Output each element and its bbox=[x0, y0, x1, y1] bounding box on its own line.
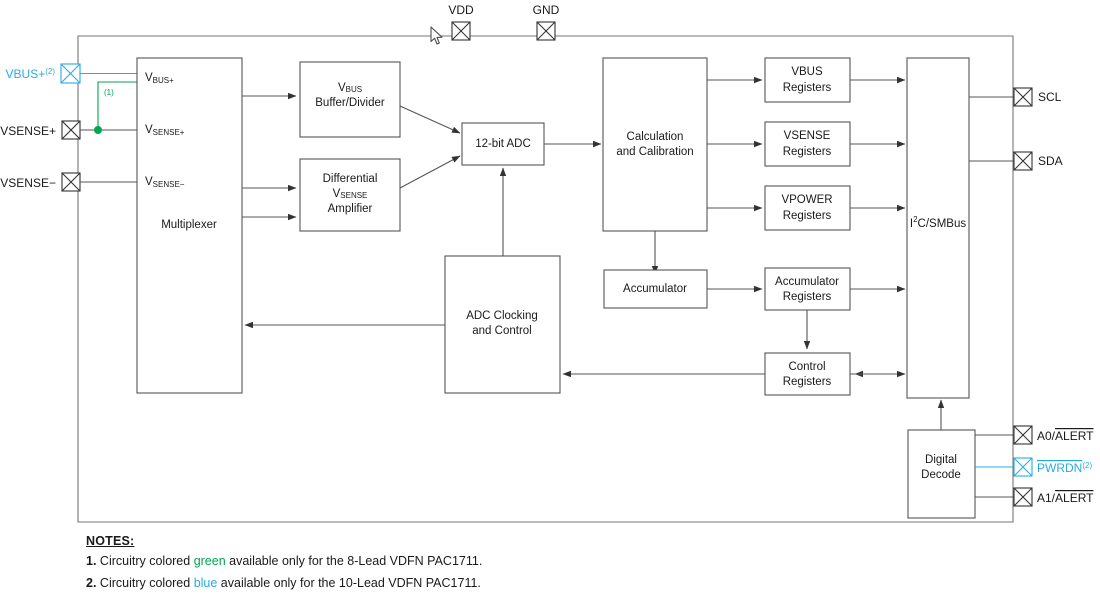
block-label-i2c-smbus: I2C/SMBus bbox=[910, 215, 966, 230]
note-2-post: available only for the 10-Lead VDFN PAC1… bbox=[217, 575, 481, 590]
block-differential-vsense-amplifier[interactable] bbox=[299, 158, 401, 232]
note-1-number: 1. bbox=[86, 554, 97, 568]
block-label-multiplexer: Multiplexer bbox=[161, 219, 217, 231]
note-2-pre: Circuitry colored bbox=[96, 575, 194, 590]
note-item-1: 1. Circuitry colored green available onl… bbox=[86, 553, 886, 570]
pin-label-a0-alert: A0/ALERT bbox=[1037, 429, 1094, 443]
pin-vsense-plus[interactable] bbox=[61, 120, 81, 140]
block-digital-decode[interactable] bbox=[907, 429, 976, 519]
block-i2c-smbus[interactable] bbox=[906, 57, 970, 399]
pin-label-gnd: GND bbox=[533, 3, 560, 17]
pin-label-vbus-plus: VBUS+(2) bbox=[6, 67, 56, 81]
block-label-vbusreg-line1: VBUS bbox=[791, 66, 823, 78]
block-label-accumreg-line1: Accumulator bbox=[775, 276, 839, 288]
block-vpower-registers[interactable] bbox=[764, 185, 851, 231]
block-label-diffamp-line3: Amplifier bbox=[328, 203, 373, 215]
note-1-color-word: green bbox=[193, 554, 226, 568]
block-label-calc-line2: and Calibration bbox=[616, 146, 693, 158]
mux-input-vbus-plus: VBUS+ bbox=[145, 72, 174, 85]
block-vbus-registers[interactable] bbox=[764, 57, 851, 103]
block-label-vbusreg-line2: Registers bbox=[783, 82, 832, 94]
block-label-vsensereg-line2: Registers bbox=[783, 146, 832, 158]
chip-boundary bbox=[77, 35, 1014, 523]
note-1-post: available only for the 8-Lead VDFN PAC17… bbox=[225, 554, 483, 568]
block-calculation-and-calibration[interactable] bbox=[602, 57, 708, 232]
annotation-note1-ref: (1) bbox=[104, 88, 114, 97]
note-item-2: 2. Circuitry colored blue available only… bbox=[86, 575, 886, 592]
block-multiplexer[interactable] bbox=[136, 57, 243, 394]
wire-diffamp-to-adc bbox=[399, 155, 461, 189]
pin-label-a1-alert: A1/ALERT bbox=[1037, 491, 1094, 505]
pin-label-pwrdn: PWRDN(2) bbox=[1037, 461, 1092, 475]
notes-section: NOTES: 1. Circuitry colored green availa… bbox=[86, 534, 886, 597]
block-label-adcclock-line1: ADC Clocking bbox=[466, 310, 538, 322]
pin-vdd[interactable] bbox=[451, 21, 471, 41]
block-label-12bit-adc: 12-bit ADC bbox=[475, 138, 531, 150]
block-control-registers[interactable] bbox=[764, 352, 851, 396]
block-label-adcclock-line2: and Control bbox=[472, 325, 531, 337]
pin-vsense-minus[interactable] bbox=[61, 172, 81, 192]
block-label-vbus-buffer-line1: VBUS bbox=[338, 82, 362, 94]
note-2-color-word: blue bbox=[193, 575, 218, 590]
wire-green-option1 bbox=[97, 81, 137, 130]
block-accumulator-registers[interactable] bbox=[764, 267, 851, 311]
block-label-digitaldecode-line1: Digital bbox=[925, 454, 957, 466]
note-2-number: 2. bbox=[86, 575, 97, 590]
mux-input-vsense-minus: VSENSE− bbox=[145, 176, 185, 189]
block-accumulator[interactable] bbox=[603, 269, 708, 309]
block-vbus-buffer-divider[interactable] bbox=[299, 61, 401, 138]
pin-label-vsense-minus: VSENSE− bbox=[0, 176, 56, 190]
block-12bit-adc[interactable] bbox=[461, 122, 545, 166]
note-1-pre: Circuitry colored bbox=[96, 554, 194, 568]
pin-label-vsense-plus: VSENSE+ bbox=[0, 124, 56, 138]
block-label-vpowerreg-line1: VPOWER bbox=[781, 194, 832, 206]
block-label-ctrlreg-line1: Control bbox=[788, 361, 825, 373]
block-vsense-registers[interactable] bbox=[764, 121, 851, 167]
block-label-diffamp-line1: Differential bbox=[323, 173, 378, 185]
block-label-accumulator: Accumulator bbox=[623, 283, 687, 295]
pin-pwrdn[interactable] bbox=[1013, 457, 1033, 477]
pin-gnd[interactable] bbox=[536, 21, 556, 41]
pin-sda[interactable] bbox=[1013, 151, 1033, 171]
mux-input-vsense-plus: VSENSE+ bbox=[145, 124, 185, 137]
pin-label-sda: SDA bbox=[1038, 154, 1063, 168]
block-label-ctrlreg-line2: Registers bbox=[783, 376, 832, 388]
pin-label-vdd: VDD bbox=[448, 3, 474, 17]
pin-vbus-plus[interactable] bbox=[60, 63, 81, 84]
block-label-vbus-buffer-line2: Buffer/Divider bbox=[315, 97, 385, 109]
block-label-accumreg-line2: Registers bbox=[783, 291, 832, 303]
block-label-calc-line1: Calculation bbox=[627, 131, 684, 143]
junction-dot-green bbox=[94, 126, 102, 134]
pin-label-scl: SCL bbox=[1038, 90, 1062, 104]
pin-a1-alert[interactable] bbox=[1013, 487, 1033, 507]
wire-vbusbuffer-to-adc bbox=[399, 105, 461, 134]
notes-title: NOTES: bbox=[86, 534, 135, 548]
block-label-vsensereg-line1: VSENSE bbox=[784, 130, 831, 142]
block-adc-clocking-and-control[interactable] bbox=[444, 255, 561, 394]
block-label-vpowerreg-line2: Registers bbox=[783, 210, 832, 222]
pin-scl[interactable] bbox=[1013, 87, 1033, 107]
block-label-diffamp-line2: VSENSE bbox=[333, 188, 368, 200]
block-label-digitaldecode-line2: Decode bbox=[921, 469, 961, 481]
mouse-pointer-icon bbox=[430, 26, 443, 45]
pin-a0-alert[interactable] bbox=[1013, 425, 1033, 445]
